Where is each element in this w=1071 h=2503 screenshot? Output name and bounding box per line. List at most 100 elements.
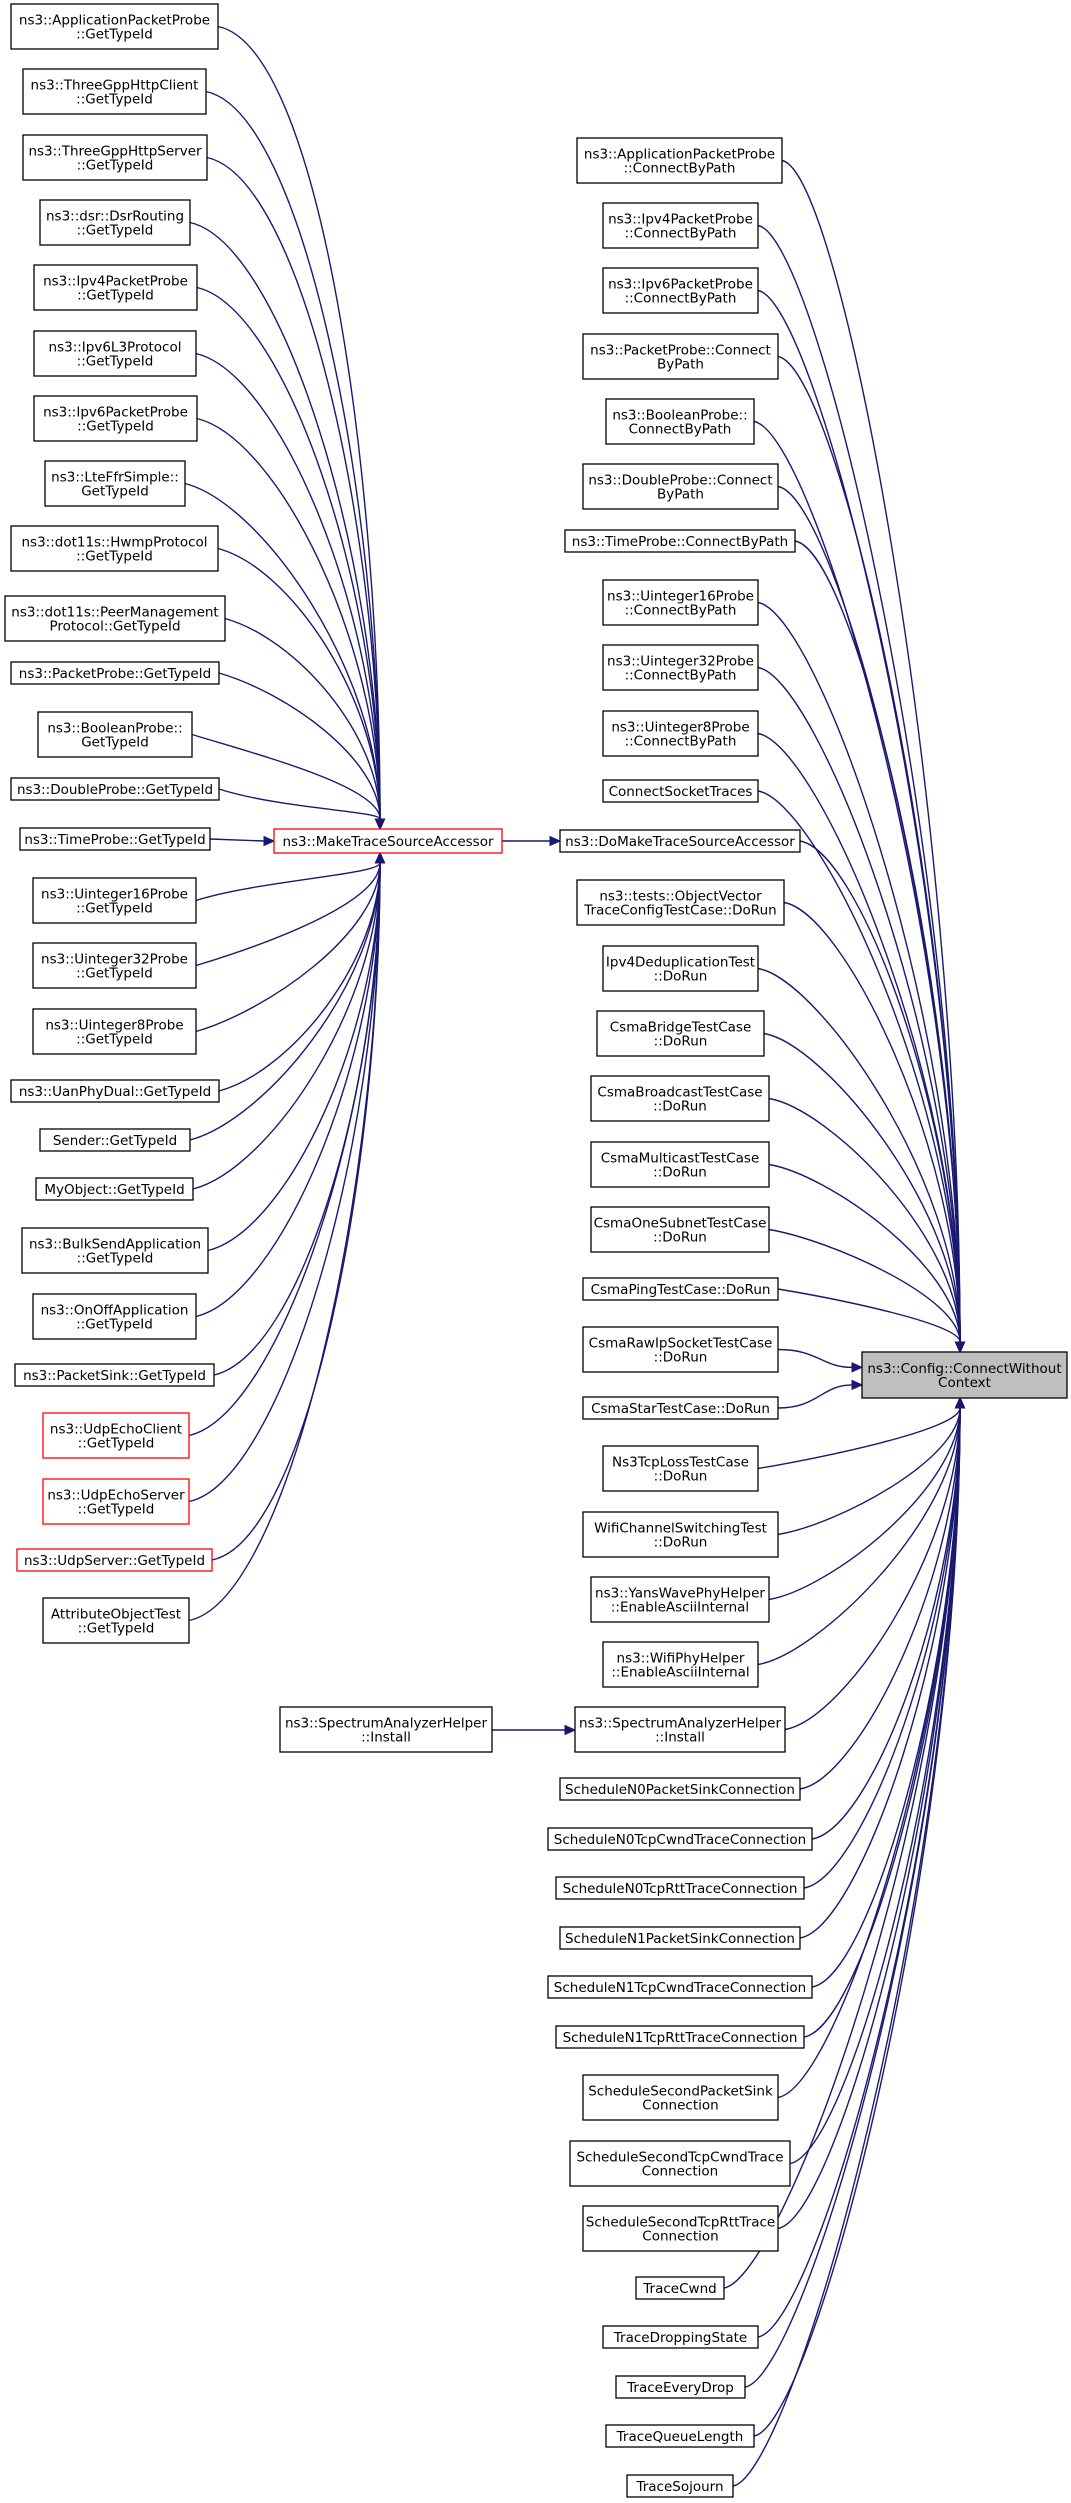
edge-r34-to-target	[777, 1407, 961, 2230]
node-r18[interactable]: CsmaPingTestCase::DoRun	[582, 1277, 779, 1301]
node-l19[interactable]: MyObject::GetTypeId	[35, 1177, 194, 1201]
node-r1[interactable]: ns3::Ipv4PacketProbe::ConnectByPath	[602, 202, 759, 249]
node-r7[interactable]: ns3::Uinteger16Probe::ConnectByPath	[602, 579, 759, 626]
node-r23[interactable]: ns3::YansWavePhyHelper::EnableAsciiInter…	[590, 1576, 770, 1623]
node-l25[interactable]: ns3::UdpServer::GetTypeId	[16, 1548, 213, 1572]
node-label-line: ns3::BulkSendApplication	[29, 1237, 201, 1253]
node-r5[interactable]: ns3::DoubleProbe::ConnectByPath	[582, 463, 779, 510]
node-l22[interactable]: ns3::PacketSink::GetTypeId	[14, 1363, 215, 1387]
node-r28[interactable]: ScheduleN0TcpRttTraceConnection	[555, 1876, 805, 1900]
node-l16[interactable]: ns3::Uinteger8Probe::GetTypeId	[32, 1008, 197, 1055]
node-spectrum-analyzer-helper-install[interactable]: ns3::SpectrumAnalyzerHelper::Install	[279, 1706, 493, 1753]
node-r17[interactable]: CsmaOneSubnetTestCase::DoRun	[590, 1206, 770, 1253]
node-label-line: ns3::Uinteger8Probe	[45, 1018, 183, 1034]
node-r19[interactable]: CsmaRawIpSocketTestCase::DoRun	[582, 1326, 779, 1373]
node-label-line: ::DoRun	[654, 1535, 708, 1551]
node-r30[interactable]: ScheduleN1TcpCwndTraceConnection	[547, 1975, 813, 1999]
edge-r31-to-target	[803, 1407, 961, 2038]
node-r22[interactable]: WifiChannelSwitchingTest::DoRun	[582, 1511, 779, 1558]
edge-l16-to-mts	[195, 862, 381, 1033]
node-l4[interactable]: ns3::Ipv4PacketProbe::GetTypeId	[33, 264, 198, 311]
edge-r32-to-target	[777, 1407, 961, 2099]
node-make-trace-source-accessor[interactable]: ns3::MakeTraceSourceAccessor	[273, 828, 503, 854]
edge-r38-to-target	[753, 1407, 961, 2437]
node-r39[interactable]: TraceSojourn	[626, 2474, 734, 2498]
node-r24[interactable]: ns3::WifiPhyHelper::EnableAsciiInternal	[602, 1641, 759, 1688]
arrowhead	[851, 1379, 864, 1391]
node-r0[interactable]: ns3::ApplicationPacketProbe::ConnectByPa…	[576, 137, 783, 184]
arrowhead	[549, 835, 562, 847]
edge-r13-to-target	[757, 967, 961, 1343]
node-label-line: CsmaStarTestCase::DoRun	[591, 1401, 770, 1417]
node-l18[interactable]: Sender::GetTypeId	[39, 1128, 191, 1152]
node-label-line: ns3::SpectrumAnalyzerHelper	[285, 1716, 488, 1732]
edge-l14-to-mts	[195, 862, 381, 902]
node-r8[interactable]: ns3::Uinteger32Probe::ConnectByPath	[602, 644, 759, 691]
node-l8[interactable]: ns3::dot11s::HwmpProtocol::GetTypeId	[10, 525, 219, 572]
node-r15[interactable]: CsmaBroadcastTestCase::DoRun	[590, 1075, 770, 1122]
node-l20[interactable]: ns3::BulkSendApplication::GetTypeId	[21, 1227, 209, 1274]
node-r31[interactable]: ScheduleN1TcpRttTraceConnection	[555, 2025, 805, 2049]
node-l15[interactable]: ns3::Uinteger32Probe::GetTypeId	[32, 942, 197, 989]
node-r3[interactable]: ns3::PacketProbe::ConnectByPath	[582, 333, 779, 380]
edge-r28-to-target	[803, 1407, 961, 1889]
node-l1[interactable]: ns3::ThreeGppHttpClient::GetTypeId	[22, 68, 207, 115]
node-l24[interactable]: ns3::UdpEchoServer::GetTypeId	[42, 1478, 190, 1525]
node-l6[interactable]: ns3::Ipv6PacketProbe::GetTypeId	[33, 395, 198, 442]
node-l9[interactable]: ns3::dot11s::PeerManagementProtocol::Get…	[4, 595, 226, 642]
node-l2[interactable]: ns3::ThreeGppHttpServer::GetTypeId	[22, 134, 208, 181]
node-r10[interactable]: ConnectSocketTraces	[602, 779, 759, 803]
node-r2[interactable]: ns3::Ipv6PacketProbe::ConnectByPath	[602, 267, 759, 314]
node-l14[interactable]: ns3::Uinteger16Probe::GetTypeId	[32, 877, 197, 924]
node-r11[interactable]: ns3::DoMakeTraceSourceAccessor	[559, 829, 801, 853]
node-label-line: ::GetTypeId	[76, 966, 153, 982]
arrowhead	[564, 1724, 577, 1736]
edge-l7-to-mts	[184, 482, 381, 820]
node-r36[interactable]: TraceDroppingState	[602, 2325, 759, 2349]
node-r26[interactable]: ScheduleN0PacketSinkConnection	[559, 1777, 801, 1801]
node-l26[interactable]: AttributeObjectTest::GetTypeId	[42, 1597, 190, 1644]
node-l3[interactable]: ns3::dsr::DsrRouting::GetTypeId	[39, 199, 191, 246]
node-box	[547, 1975, 813, 1999]
node-r21[interactable]: Ns3TcpLossTestCase::DoRun	[602, 1445, 759, 1492]
node-r13[interactable]: Ipv4DeduplicationTest::DoRun	[602, 945, 759, 992]
node-l17[interactable]: ns3::UanPhyDual::GetTypeId	[10, 1079, 220, 1103]
node-label-line: GetTypeId	[81, 484, 149, 500]
node-r29[interactable]: ScheduleN1PacketSinkConnection	[559, 1926, 801, 1950]
node-r38[interactable]: TraceQueueLength	[605, 2424, 755, 2448]
node-l12[interactable]: ns3::DoubleProbe::GetTypeId	[10, 777, 220, 801]
node-box	[615, 2375, 746, 2399]
node-label-line: ::DoRun	[653, 1165, 707, 1181]
node-box	[582, 2074, 779, 2121]
node-label-line: ScheduleSecondTcpCwndTrace	[576, 2150, 783, 2166]
node-l23[interactable]: ns3::UdpEchoClient::GetTypeId	[42, 1412, 190, 1459]
node-l11[interactable]: ns3::BooleanProbe::GetTypeId	[37, 711, 193, 758]
node-l13[interactable]: ns3::TimeProbe::GetTypeId	[19, 827, 211, 851]
node-r14[interactable]: CsmaBridgeTestCase::DoRun	[596, 1010, 765, 1057]
node-r9[interactable]: ns3::Uinteger8Probe::ConnectByPath	[602, 710, 759, 757]
edge-l9-to-mts	[224, 617, 381, 820]
node-label-line: ns3::UdpServer::GetTypeId	[24, 1553, 205, 1569]
node-l10[interactable]: ns3::PacketProbe::GetTypeId	[10, 661, 220, 685]
node-box	[19, 827, 211, 851]
node-box	[279, 1706, 493, 1753]
node-r35[interactable]: TraceCwnd	[635, 2276, 725, 2300]
node-r12[interactable]: ns3::tests::ObjectVectorTraceConfigTestC…	[576, 879, 785, 926]
node-r20[interactable]: CsmaStarTestCase::DoRun	[582, 1396, 779, 1420]
node-l5[interactable]: ns3::Ipv6L3Protocol::GetTypeId	[33, 330, 197, 377]
node-l7[interactable]: ns3::LteFfrSimple::GetTypeId	[44, 460, 186, 507]
node-r37[interactable]: TraceEveryDrop	[615, 2375, 746, 2399]
node-r4[interactable]: ns3::BooleanProbe::ConnectByPath	[605, 398, 755, 445]
node-r25[interactable]: ns3::SpectrumAnalyzerHelper::Install	[574, 1706, 786, 1753]
node-r27[interactable]: ScheduleN0TcpCwndTraceConnection	[547, 1827, 813, 1851]
node-box	[22, 68, 207, 115]
node-box	[590, 1141, 770, 1188]
node-r6[interactable]: ns3::TimeProbe::ConnectByPath	[564, 529, 796, 553]
node-l21[interactable]: ns3::OnOffApplication::GetTypeId	[32, 1293, 197, 1340]
node-l0[interactable]: ns3::ApplicationPacketProbe::GetTypeId	[10, 3, 219, 50]
node-r16[interactable]: CsmaMulticastTestCase::DoRun	[590, 1141, 770, 1188]
